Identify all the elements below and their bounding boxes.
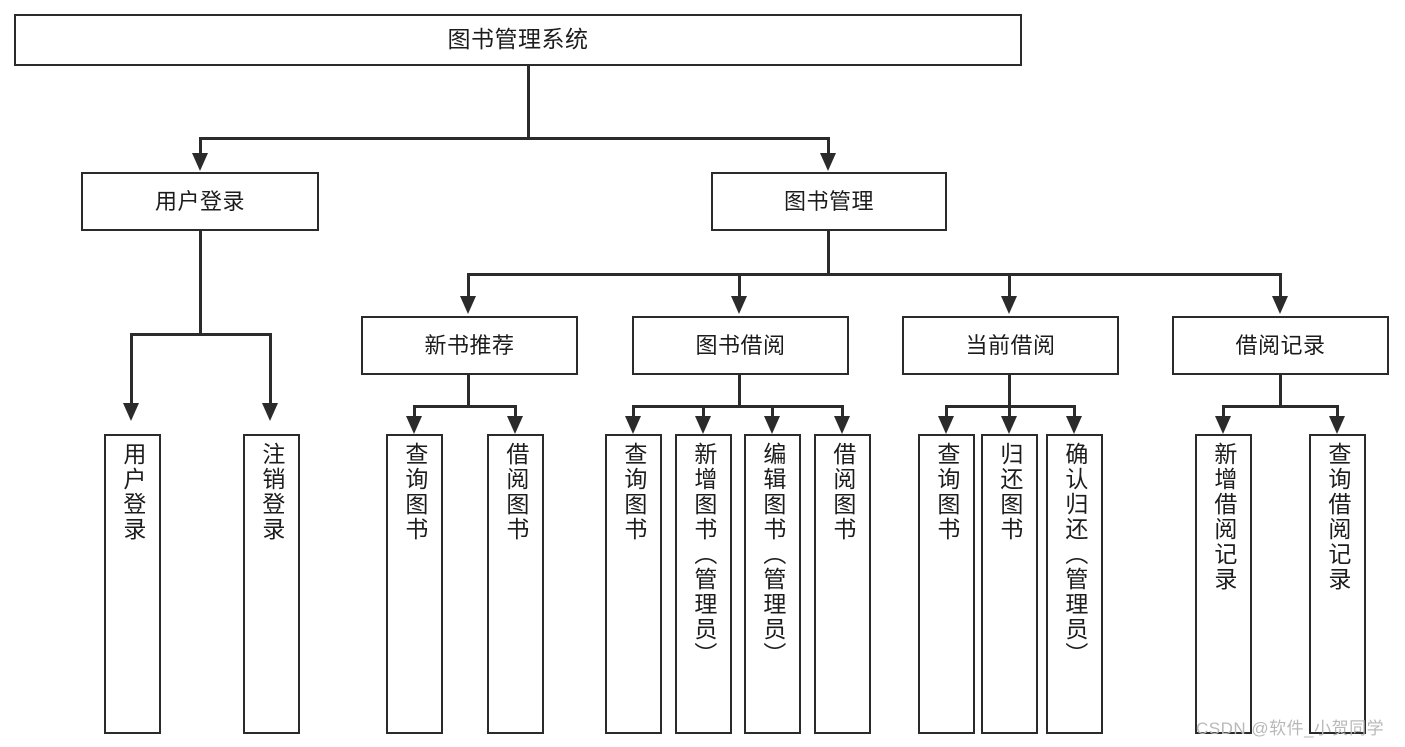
node-leaf-logout-login[interactable]: 注销登录	[243, 434, 300, 734]
edge-br-bus	[1222, 405, 1339, 408]
edge-br-branch-2	[1336, 405, 1339, 421]
arrowhead-book-borrow	[731, 296, 747, 314]
arrowhead-leaf-borrow-book-1	[507, 416, 523, 434]
node-label: 借阅记录	[1235, 332, 1326, 358]
node-label: 图书管理	[783, 188, 874, 214]
edge-bb-stem	[738, 375, 741, 407]
edge-bb-branch-3	[771, 405, 774, 421]
edge-book-management-stem	[827, 231, 830, 275]
arrowhead-current-borrow	[1001, 296, 1017, 314]
arrowhead-leaf-query-book-3	[938, 416, 954, 434]
node-label: 图书管理系统	[447, 26, 589, 53]
node-label: 用户登录	[119, 442, 146, 542]
node-book-management-system[interactable]: 图书管理系统	[14, 14, 1022, 66]
arrowhead-leaf-query-book-2	[625, 416, 641, 434]
node-leaf-query-book-current[interactable]: 查询图书	[918, 434, 975, 734]
edge-user-login-bus	[130, 333, 272, 336]
node-label: 归还图书	[996, 442, 1023, 542]
edge-root-stem	[527, 66, 530, 139]
edge-bm-branch-1	[467, 273, 470, 305]
edge-bb-branch-2	[702, 405, 705, 421]
edge-user-login-branch-2	[269, 333, 272, 405]
edge-bb-bus	[632, 405, 844, 408]
node-user-login[interactable]: 用户登录	[81, 172, 319, 231]
edge-root-to-user-login	[199, 137, 202, 159]
node-label: 图书借阅	[695, 332, 786, 358]
csdn-watermark: CSDN @软件_小贺同学	[1196, 719, 1385, 738]
node-borrow-record[interactable]: 借阅记录	[1172, 316, 1389, 375]
edge-bb-branch-1	[632, 405, 635, 421]
edge-br-stem	[1279, 375, 1282, 407]
node-current-borrow[interactable]: 当前借阅	[902, 316, 1119, 375]
edge-user-login-branch-1	[130, 333, 133, 405]
node-leaf-confirm-return[interactable]: 确认归还（管理员）	[1046, 434, 1103, 734]
node-label: 用户登录	[154, 188, 245, 214]
node-leaf-borrow-book[interactable]: 借阅图书	[814, 434, 871, 734]
node-leaf-add-book[interactable]: 新增图书（管理员）	[675, 434, 732, 734]
arrowhead-book-management	[820, 153, 836, 171]
node-label: 查询借阅记录	[1324, 442, 1351, 592]
arrowhead-leaf-user-login	[123, 403, 139, 421]
node-leaf-query-book-new-book[interactable]: 查询图书	[386, 434, 443, 734]
edge-nbr-branch-1	[413, 405, 416, 421]
node-leaf-query-book-borrow[interactable]: 查询图书	[605, 434, 662, 734]
arrowhead-new-book-recommend	[460, 296, 476, 314]
node-leaf-user-login[interactable]: 用户登录	[104, 434, 161, 734]
node-label: 借阅图书	[502, 442, 529, 542]
arrowhead-leaf-return-book	[1001, 416, 1017, 434]
node-label: 查询图书	[620, 442, 647, 542]
node-label: 当前借阅	[965, 332, 1056, 358]
edge-cb-branch-1	[945, 405, 948, 421]
arrowhead-borrow-record	[1272, 296, 1288, 314]
edge-book-management-bus	[467, 273, 1282, 276]
edge-cb-branch-3	[1073, 405, 1076, 421]
node-leaf-add-borrow-record[interactable]: 新增借阅记录	[1195, 434, 1252, 734]
node-label: 新增图书（管理员）	[690, 442, 717, 667]
arrowhead-leaf-confirm-return	[1066, 416, 1082, 434]
node-label: 新增借阅记录	[1210, 442, 1237, 592]
node-new-book-recommend[interactable]: 新书推荐	[361, 316, 578, 375]
edge-bm-branch-3	[1008, 273, 1011, 305]
edge-bm-branch-2	[738, 273, 741, 305]
edge-cb-branch-2	[1008, 405, 1011, 421]
arrowhead-user-login	[192, 153, 208, 171]
arrowhead-leaf-query-book-1	[406, 416, 422, 434]
node-label: 编辑图书（管理员）	[759, 442, 786, 667]
node-label: 借阅图书	[829, 442, 856, 542]
node-label: 新书推荐	[424, 332, 515, 358]
edge-cb-stem	[1008, 375, 1011, 407]
arrowhead-leaf-logout-login	[262, 403, 278, 421]
node-book-management[interactable]: 图书管理	[711, 172, 947, 231]
node-leaf-borrow-book-new-book[interactable]: 借阅图书	[487, 434, 544, 734]
arrowhead-leaf-borrow-book-2	[834, 416, 850, 434]
arrowhead-leaf-add-book	[695, 416, 711, 434]
arrowhead-leaf-edit-book	[764, 416, 780, 434]
node-label: 确认归还（管理员）	[1061, 442, 1088, 667]
node-leaf-edit-book[interactable]: 编辑图书（管理员）	[744, 434, 801, 734]
node-book-borrow[interactable]: 图书借阅	[632, 316, 849, 375]
edge-bm-branch-4	[1279, 273, 1282, 305]
edge-user-login-stem	[199, 231, 202, 336]
edge-bb-branch-4	[841, 405, 844, 421]
node-leaf-query-borrow-record[interactable]: 查询借阅记录	[1309, 434, 1366, 734]
edge-nbr-stem	[467, 375, 470, 407]
arrowhead-leaf-query-borrow-record	[1329, 416, 1345, 434]
arrowhead-leaf-add-borrow-record	[1215, 416, 1231, 434]
edge-nbr-bus	[413, 405, 517, 408]
edge-root-bus	[200, 137, 830, 140]
edge-root-to-book-management	[827, 137, 830, 159]
edge-br-branch-1	[1222, 405, 1225, 421]
edge-nbr-branch-2	[514, 405, 517, 421]
node-label: 查询图书	[933, 442, 960, 542]
node-leaf-return-book[interactable]: 归还图书	[981, 434, 1038, 734]
node-label: 查询图书	[401, 442, 428, 542]
node-label: 注销登录	[258, 442, 285, 542]
